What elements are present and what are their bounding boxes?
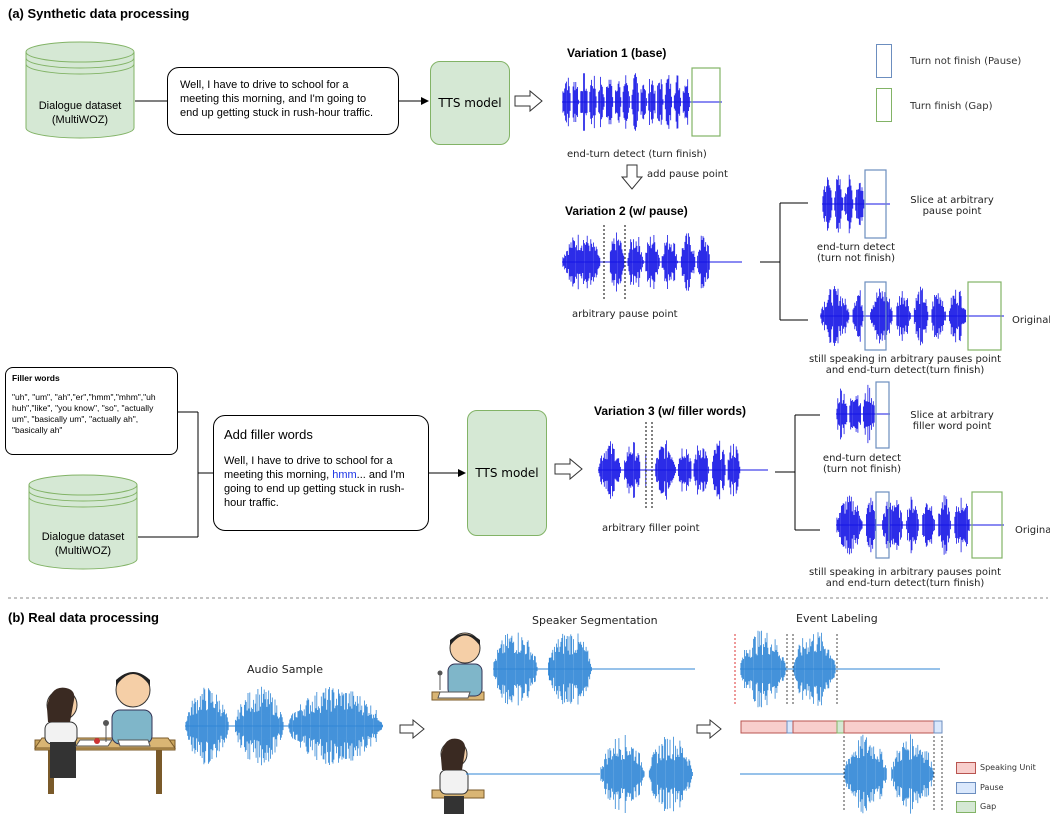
utterance-text: Well, I have to drive to school for a me… [180, 79, 374, 119]
variation2-original-label: Original [1012, 315, 1050, 326]
waveform-speaker2 [466, 735, 693, 813]
variation3-slice-caption: end-turn detect (turn not finish) [822, 453, 902, 475]
tts-model-box-2: TTS model [467, 410, 547, 536]
legend-pause-b-swatch [956, 782, 976, 794]
waveform-v3-original [836, 495, 1004, 555]
hollow-arrow-b2-icon [696, 718, 722, 740]
waveform-v2-original [820, 286, 1004, 346]
event-speaking-unit-3 [843, 720, 935, 734]
waveform-audio-sample [185, 686, 383, 766]
waveform-event2 [740, 734, 934, 814]
variation3-slice-label: Slice at arbitrary filler word point [910, 410, 994, 432]
waveform-variation1 [562, 73, 722, 131]
hollow-arrow-icon-2 [554, 457, 583, 481]
legend-gap-b-label: Gap [980, 802, 997, 811]
section-b-title: (b) Real data processing [8, 610, 159, 625]
v3-orig-gap-box [971, 491, 1003, 559]
event-pause-2 [933, 720, 943, 734]
speaker-segmentation-label: Speaker Segmentation [532, 614, 658, 627]
v2-slice-pause-box [864, 169, 887, 239]
add-filler-text: Well, I have to drive to school for a me… [224, 455, 405, 509]
add-filler-title: Add filler words [224, 427, 313, 442]
legend-pause-label: Turn not finish (Pause) [910, 56, 1022, 67]
event-pause-1 [786, 720, 794, 734]
legend-speaking-label: Speaking Unit [980, 763, 1036, 772]
v3-slice-pause-box [875, 381, 890, 449]
legend-gap-b-swatch [956, 801, 976, 813]
variation1-title: Variation 1 (base) [567, 46, 667, 60]
tts-model-box-1: TTS model [430, 61, 510, 145]
variation2-caption: arbitrary pause point [572, 309, 678, 320]
variation2-slice-label: Slice at arbitrary pause point [910, 195, 994, 217]
dataset-cylinder-2 [28, 474, 138, 570]
v2-orig-gap-box [967, 281, 1002, 351]
variation2-original-caption: still speaking in arbitrary pauses point… [808, 354, 1001, 376]
audio-sample-label: Audio Sample [247, 663, 324, 676]
add-filler-box: Add filler words Well, I have to drive t… [213, 415, 429, 531]
speaker-man-illustration [431, 632, 485, 701]
variation3-original-label: Original [1015, 525, 1050, 536]
add-pause-label: add pause point [647, 169, 728, 180]
dataset-label-1: Dialogue dataset (MultiWOZ) [38, 100, 122, 126]
waveform-variation2 [562, 232, 742, 292]
utterance-box: Well, I have to drive to school for a me… [167, 67, 399, 135]
legend-pause-swatch [876, 44, 892, 78]
event-labeling-label: Event Labeling [796, 612, 878, 625]
waveform-v2-slice [822, 174, 890, 234]
v1-gap-box [691, 67, 721, 137]
variation3-title: Variation 3 (w/ filler words) [594, 404, 747, 418]
waveform-strokes [600, 735, 693, 813]
hollow-arrow-b1-icon [399, 718, 425, 740]
dataset-cylinder-1 [25, 41, 135, 139]
legend-gap-label: Turn finish (Gap) [910, 101, 993, 112]
variation2-slice-caption: end-turn detect (turn not finish) [816, 242, 896, 264]
waveform-variation3 [598, 440, 768, 500]
people-desk-illustration [34, 672, 176, 794]
speaker-woman-illustration [431, 738, 485, 814]
variation2-title: Variation 2 (w/ pause) [565, 204, 688, 218]
v3-orig-pause-box [875, 491, 890, 559]
waveform-strokes [844, 734, 934, 814]
event-speaking-unit-2 [792, 720, 838, 734]
legend-gap-swatch [876, 88, 892, 122]
filler-words-box: Filler words "uh", "um", "ah","er","hmm"… [5, 367, 178, 455]
event-gap-1 [836, 720, 845, 734]
legend-speaking-swatch [956, 762, 976, 774]
variation3-original-caption: still speaking in arbitrary pauses point… [808, 567, 1001, 589]
waveform-speaker1 [493, 632, 695, 706]
event-speaking-unit-1 [740, 720, 788, 734]
filler-highlight: hmm [332, 469, 357, 481]
filler-words-title: Filler words [12, 373, 60, 383]
hollow-arrow-down-icon [620, 164, 644, 190]
hollow-arrow-icon [514, 89, 543, 113]
waveform-event1 [740, 630, 940, 708]
v2-orig-pause-box [864, 281, 887, 351]
dataset-label-2: Dialogue dataset (MultiWOZ) [41, 531, 125, 557]
filler-words-list: "uh", "um", "ah","er","hmm","mhm","uh hu… [12, 392, 156, 435]
variation1-caption: end-turn detect (turn finish) [567, 149, 707, 160]
variation3-caption: arbitrary filler point [602, 523, 700, 534]
legend-pause-b-label: Pause [980, 783, 1004, 792]
section-a-title: (a) Synthetic data processing [8, 6, 190, 21]
waveform-v3-slice [836, 384, 890, 444]
